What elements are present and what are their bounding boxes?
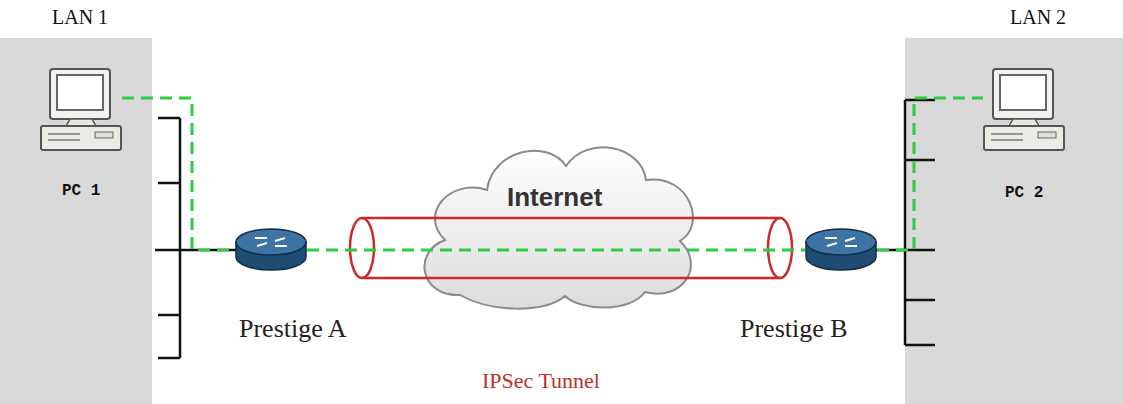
- lan-panel: [0, 38, 152, 404]
- node-label: LAN 2: [1010, 6, 1066, 29]
- router-node: Prestige A: [235, 226, 307, 272]
- dashed-path: [307, 249, 805, 252]
- lan-bus: [872, 100, 935, 345]
- internet-cloud: [424, 147, 693, 308]
- internet-node: Internet: [420, 140, 690, 305]
- dashed-path: [877, 98, 983, 250]
- node-label: PC 1: [62, 182, 100, 200]
- node-label: PC 2: [1005, 184, 1043, 202]
- router-icon: [235, 226, 307, 272]
- node-label: LAN 1: [52, 6, 108, 29]
- pc-node: PC 2: [983, 68, 1065, 152]
- node-label: Internet: [507, 182, 602, 213]
- lan-bus: [155, 118, 238, 358]
- ipsec-tunnel: [350, 218, 792, 278]
- pc-node: PC 1: [40, 68, 122, 152]
- node-label: Prestige B: [740, 314, 848, 344]
- dashed-path: [122, 98, 235, 250]
- router-node: Prestige B: [805, 226, 877, 272]
- lan-panel: LAN 1PC 1: [0, 38, 152, 404]
- node-label: Prestige A: [239, 314, 347, 344]
- pc-icon: [983, 68, 1065, 152]
- lan-panel: [905, 38, 1123, 404]
- lan-panel: LAN 2PC 2: [905, 38, 1123, 404]
- router-icon: [805, 226, 877, 272]
- pc-icon: [40, 68, 122, 152]
- tunnel-label: IPSec Tunnel: [482, 368, 600, 394]
